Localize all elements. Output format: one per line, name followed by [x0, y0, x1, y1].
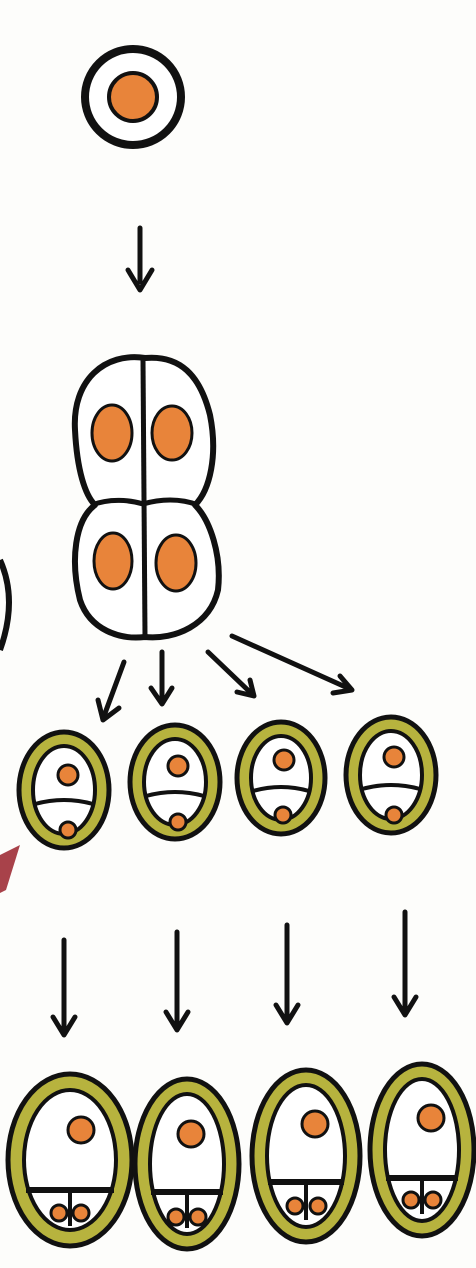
nucleus — [66, 1115, 96, 1145]
pollen-grain-4 — [367, 1061, 476, 1239]
stage-2-tetrad — [71, 354, 222, 641]
arrow-to-grain-4 — [229, 633, 355, 696]
arrow-to-grain-1 — [95, 659, 127, 723]
cropped-outline-fragment — [0, 558, 12, 652]
nucleus — [58, 820, 78, 840]
microspore-2 — [127, 722, 223, 842]
nucleus — [382, 745, 406, 769]
nucleus — [71, 1203, 91, 1223]
stage-3-microspores — [16, 714, 439, 851]
arrows-microspores-to-pollen — [50, 909, 419, 1038]
nucleus — [166, 1207, 186, 1227]
nucleus — [154, 533, 198, 593]
nucleus — [176, 1119, 206, 1149]
nucleus — [168, 812, 188, 832]
arrow-down-2 — [163, 929, 191, 1033]
nucleus — [166, 754, 190, 778]
pollen-grain-1 — [5, 1071, 135, 1249]
microspore-3 — [234, 719, 328, 837]
arrow-to-grain-3 — [205, 649, 257, 699]
arrow-stage1-to-stage2 — [125, 225, 155, 293]
nucleus — [308, 1196, 328, 1216]
pollen-grain-2 — [132, 1076, 242, 1252]
arrows-tetrad-to-microspores — [95, 633, 355, 723]
nucleus — [300, 1109, 330, 1139]
nucleus — [150, 404, 194, 462]
nucleus — [273, 805, 293, 825]
pollen-grain-3 — [249, 1067, 363, 1245]
microspore-1 — [16, 729, 112, 851]
nucleus — [90, 403, 134, 463]
cropped-arrow-fragment — [0, 845, 20, 893]
arrow-down-1 — [50, 937, 78, 1038]
nucleus — [384, 805, 404, 825]
stage-1-mother-cell — [81, 45, 185, 149]
nucleus — [423, 1190, 443, 1210]
microspore-4 — [343, 714, 439, 836]
arrow-down-3 — [273, 922, 301, 1026]
stage-4-pollen-grains — [5, 1061, 476, 1252]
arrow-to-grain-2 — [148, 649, 175, 707]
nucleus — [107, 71, 159, 123]
nucleus — [416, 1103, 446, 1133]
nucleus — [401, 1190, 421, 1210]
nucleus — [272, 748, 296, 772]
tetrad-vertical-wall — [140, 359, 148, 637]
nucleus — [92, 531, 134, 591]
nucleus — [49, 1203, 69, 1223]
tetrad-horizontal-wall — [91, 497, 199, 508]
nucleus — [188, 1207, 208, 1227]
arrow-down-4 — [391, 909, 419, 1018]
nucleus — [56, 763, 80, 787]
nucleus — [285, 1196, 305, 1216]
